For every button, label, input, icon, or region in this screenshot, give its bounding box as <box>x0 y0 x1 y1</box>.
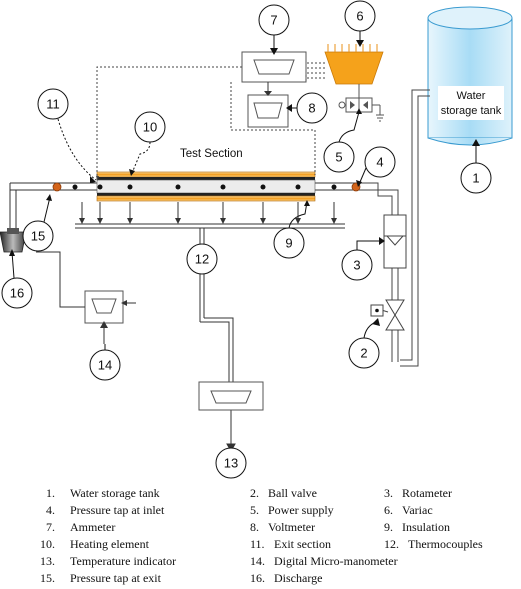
svg-text:11: 11 <box>46 97 60 112</box>
test-section <box>96 171 316 202</box>
test-section-label: Test Section <box>180 148 243 160</box>
svg-text:7: 7 <box>270 13 277 28</box>
legend-item-13: 13.Temperature indicator <box>40 554 177 568</box>
callout-13 <box>215 447 247 479</box>
legend-item-9: 9.Insulation <box>384 520 450 534</box>
svg-text:16: 16 <box>10 286 24 301</box>
legend-item-1: 1.Water storage tank <box>46 486 160 500</box>
legend-item-3: 3.Rotameter <box>384 486 452 500</box>
legend-item-15: 15.Pressure tap at exit <box>40 571 161 585</box>
power-supply <box>338 84 384 122</box>
callout-12 <box>186 243 218 275</box>
tank-label-line1: Water <box>457 90 486 102</box>
callout-arrowheads <box>9 40 480 326</box>
callout-15 <box>22 220 54 252</box>
svg-text:8: 8 <box>308 101 315 116</box>
callout-11 <box>37 88 69 120</box>
temperature-indicator <box>198 381 264 411</box>
legend-item-2: 2.Ball valve <box>250 486 317 500</box>
svg-text:13: 13 <box>224 456 238 471</box>
svg-text:9: 9 <box>285 236 292 251</box>
svg-text:1: 1 <box>472 171 479 186</box>
tank-label-line2: storage tank <box>441 105 502 117</box>
legend-item-4: 4.Pressure tap at inlet <box>46 503 165 517</box>
svg-text:4: 4 <box>376 155 383 170</box>
callout-4 <box>364 146 396 178</box>
exit-pressure-tap <box>52 182 62 192</box>
legend-item-12: 12.Thermocouples <box>384 537 483 551</box>
svg-text:2: 2 <box>360 346 367 361</box>
manometer-line <box>36 251 85 308</box>
svg-text:12: 12 <box>195 252 209 267</box>
control-wiring <box>96 62 325 180</box>
svg-text:5: 5 <box>335 150 342 165</box>
legend-item-7: 7.Ammeter <box>46 520 116 534</box>
legend-item-5: 5.Power supply <box>250 503 334 517</box>
legend-item-10: 10.Heating element <box>40 537 149 551</box>
svg-text:14: 14 <box>98 358 112 373</box>
ammeter <box>241 51 307 83</box>
callout-16 <box>1 277 33 309</box>
supply-pipe <box>352 89 430 367</box>
svg-text:3: 3 <box>353 258 360 273</box>
variac <box>324 44 384 85</box>
legend-item-6: 6.Variac <box>384 503 433 517</box>
legend-item-14: 14.Digital Micro-manometer <box>250 554 398 568</box>
callout-numbers: 1 2 3 4 5 6 7 8 9 10 11 12 13 14 15 16 <box>10 9 480 471</box>
thermocouple-wires <box>75 202 345 453</box>
svg-text:6: 6 <box>356 9 363 24</box>
ball-valve <box>370 299 405 331</box>
svg-text:15: 15 <box>31 229 45 244</box>
legend-item-11: 11.Exit section <box>250 537 331 551</box>
water-storage-tank: Water storage tank <box>427 6 513 146</box>
callouts <box>1 0 492 479</box>
digital-micro-manometer <box>84 290 136 344</box>
wire-arrows <box>79 218 337 224</box>
wire-arrowhead <box>96 176 99 181</box>
svg-text:10: 10 <box>143 120 157 135</box>
voltmeter <box>247 82 289 128</box>
discharge <box>0 228 27 253</box>
legend-item-16: 16.Discharge <box>250 571 323 585</box>
thermocouples <box>72 184 337 190</box>
legend-item-8: 8.Voltmeter <box>250 520 316 534</box>
rotameter <box>383 214 407 269</box>
